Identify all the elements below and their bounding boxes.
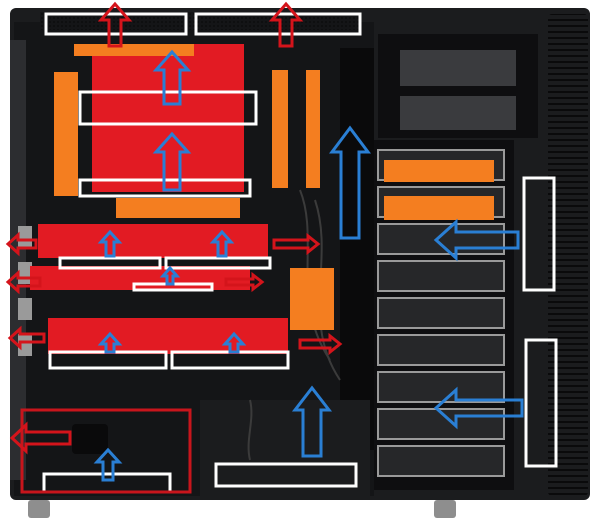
airflow-zone: [74, 44, 194, 56]
cool-airflow-arrow: [97, 229, 123, 258]
hot-exhaust-arrow: [268, 1, 304, 48]
hot-exhaust-arrow: [272, 232, 321, 256]
optical-drive-bays: [378, 34, 538, 138]
psu-switch: [72, 424, 108, 454]
cpu-fan-outline: [78, 90, 258, 126]
expansion-slot-bracket: [18, 298, 32, 320]
cool-airflow-arrow: [152, 131, 192, 192]
airflow-zone: [116, 198, 240, 218]
airflow-zone: [290, 268, 334, 330]
expansion-slot-bracket: [18, 334, 32, 356]
gpu-fan-outline: [58, 256, 162, 270]
cool-airflow-arrow: [209, 229, 235, 258]
hot-exhaust-arrow: [97, 1, 133, 48]
expansion-slot-bracket: [18, 226, 32, 248]
airflow-zone: [54, 72, 78, 196]
airflow-zone: [384, 196, 494, 220]
hard-drive-cage: [374, 140, 514, 490]
hdd-tray: [377, 260, 505, 292]
cool-airflow-arrow: [221, 331, 247, 354]
case-foot: [434, 500, 456, 518]
optical-bay-cover: [400, 50, 516, 86]
cool-airflow-arrow: [152, 49, 192, 106]
hot-exhaust-arrow: [298, 332, 343, 356]
hot-exhaust-arrow: [7, 325, 46, 351]
cool-airflow-arrow: [433, 386, 524, 430]
cool-airflow-arrow: [329, 125, 371, 240]
cable: [247, 399, 253, 461]
optical-bay-cover: [400, 96, 516, 130]
case-cable-channel: [340, 48, 374, 450]
cool-airflow-arrow: [97, 331, 123, 354]
case-foot: [28, 500, 50, 518]
top-rear-fan-outline: [44, 12, 188, 36]
hot-exhaust-arrow: [9, 421, 72, 455]
hot-exhaust-arrow: [5, 269, 42, 295]
hdd-tray: [377, 297, 505, 329]
gpu-card-heat: [48, 318, 288, 354]
hdd-tray: [377, 334, 505, 366]
hdd-tray: [377, 445, 505, 477]
case-rear-io-strip: [10, 40, 26, 480]
expansion-slot-brackets: [18, 226, 32, 356]
cool-airflow-arrow: [291, 385, 333, 458]
psu-heat-outline: [20, 408, 192, 494]
case-feet: [28, 500, 456, 518]
airflow-zone: [384, 160, 494, 182]
heat-components: [30, 44, 288, 354]
cool-airflow-arrow: [93, 447, 123, 482]
front-intake-fan-outline: [522, 176, 556, 292]
case-front-bezel: [548, 14, 588, 496]
case-bottom-shroud: [200, 400, 370, 496]
expansion-slot-bracket: [18, 262, 32, 284]
cool-airflow-arrow: [159, 265, 181, 286]
airflow-zones: [54, 44, 494, 330]
cool-airflow-arrow: [433, 218, 520, 262]
hot-exhaust-arrow: [5, 231, 38, 257]
bottom-fan-outline: [214, 462, 358, 488]
hot-exhaust-arrow: [224, 271, 265, 293]
gpu-fan-outline: [164, 256, 272, 270]
gpu-card-heat: [38, 224, 268, 258]
gpu-card-heat: [30, 266, 250, 290]
front-intake-fan-outline: [524, 338, 558, 468]
cpu-cooler-heat-block: [92, 44, 244, 192]
airflow-zone: [272, 70, 288, 188]
hdd-tray: [377, 371, 505, 403]
airflow-zone: [306, 70, 320, 188]
airflow-arrows: [5, 1, 524, 482]
